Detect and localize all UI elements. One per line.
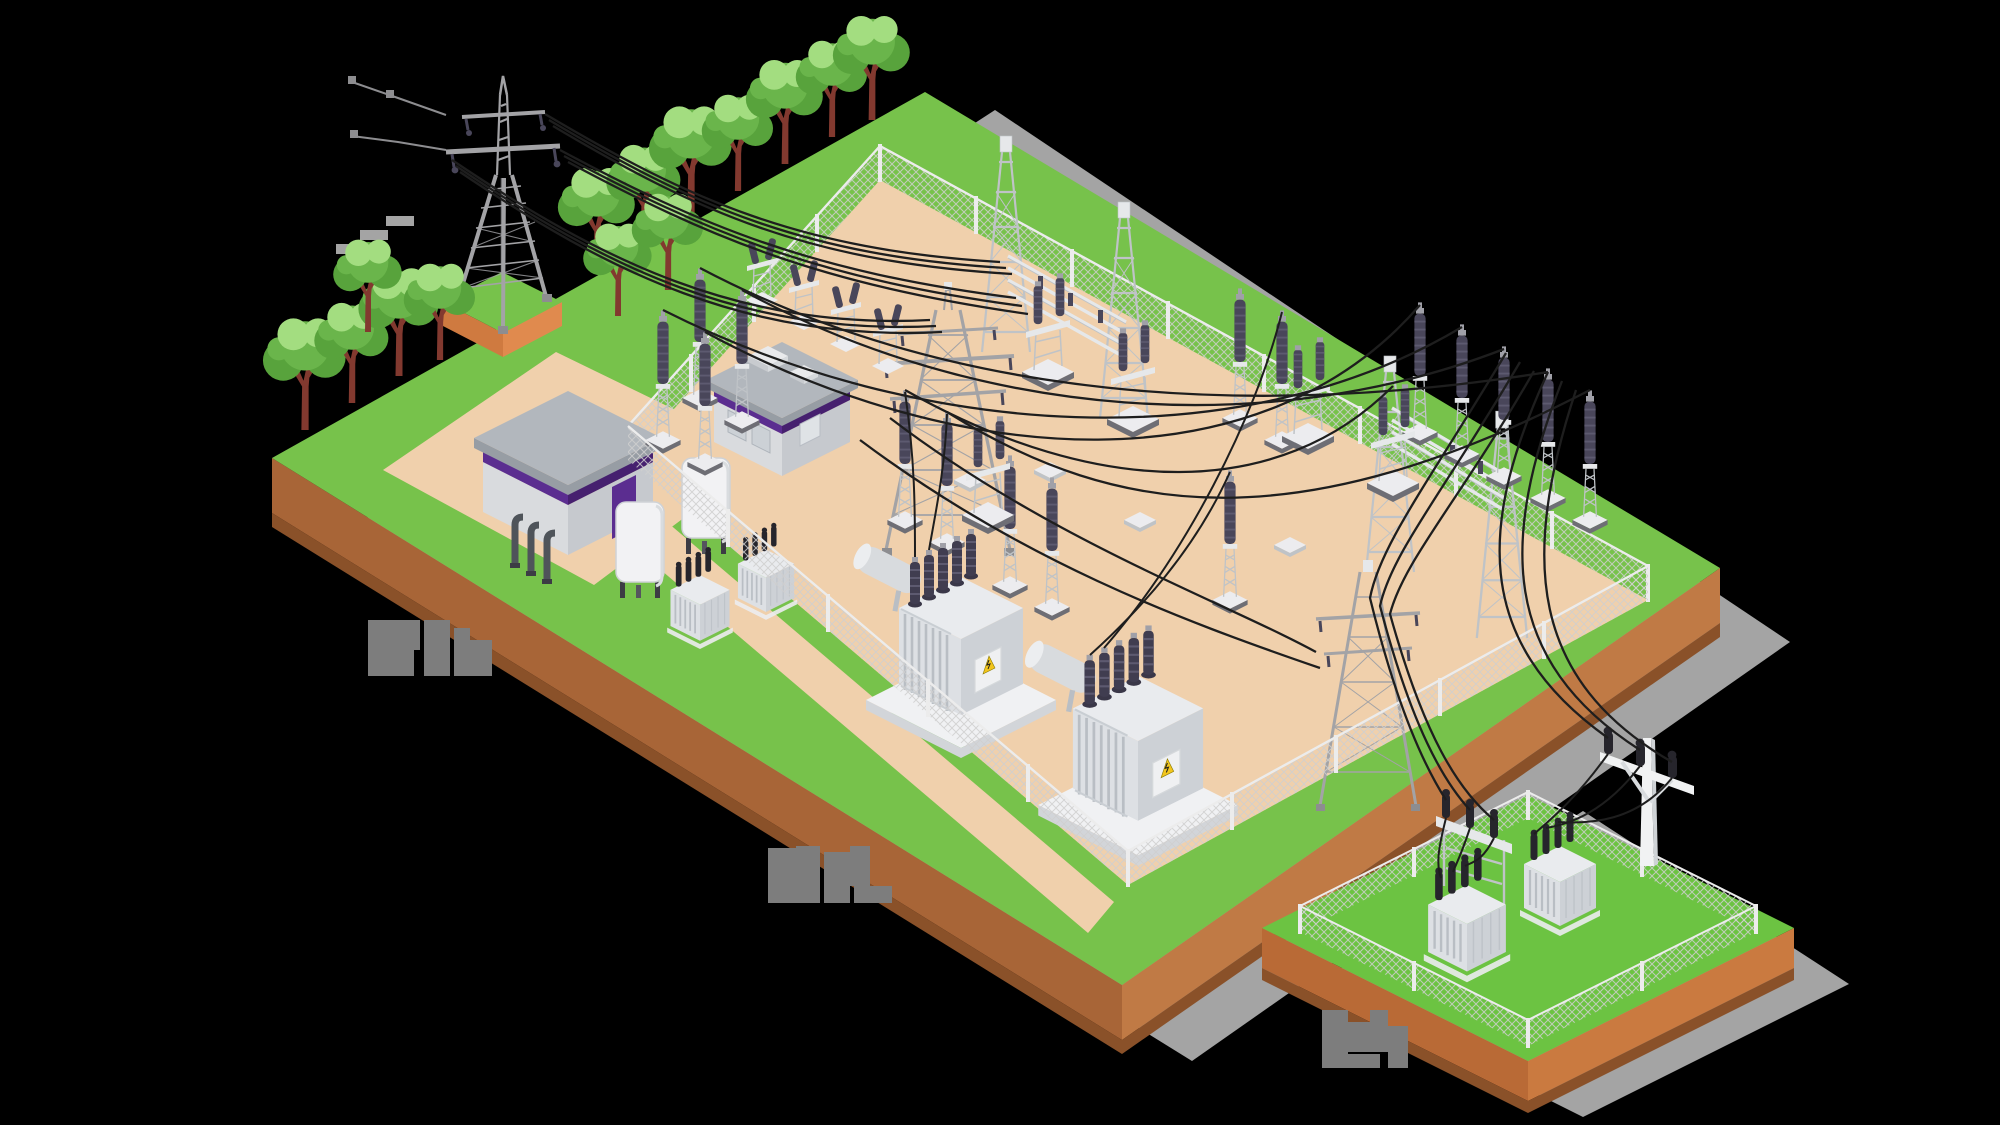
label-right: [1322, 1010, 1408, 1068]
window: [799, 413, 821, 447]
overhead-conductors: [451, 113, 1673, 879]
control-building-large: [474, 391, 662, 584]
gantry-structure-north: [980, 134, 1150, 420]
exhaust-pipes: [510, 513, 556, 584]
label-left: [368, 620, 492, 676]
concrete-termination-pole: [1600, 726, 1694, 866]
switchyard-fence-front: [627, 425, 1649, 887]
censored-labels: [368, 620, 1408, 1068]
line-termination-stand: [1436, 789, 1512, 904]
window: [751, 421, 771, 454]
label-bottom: [768, 846, 892, 903]
transmission-tower: [348, 75, 561, 334]
distribution-platform: [1262, 726, 1794, 1113]
